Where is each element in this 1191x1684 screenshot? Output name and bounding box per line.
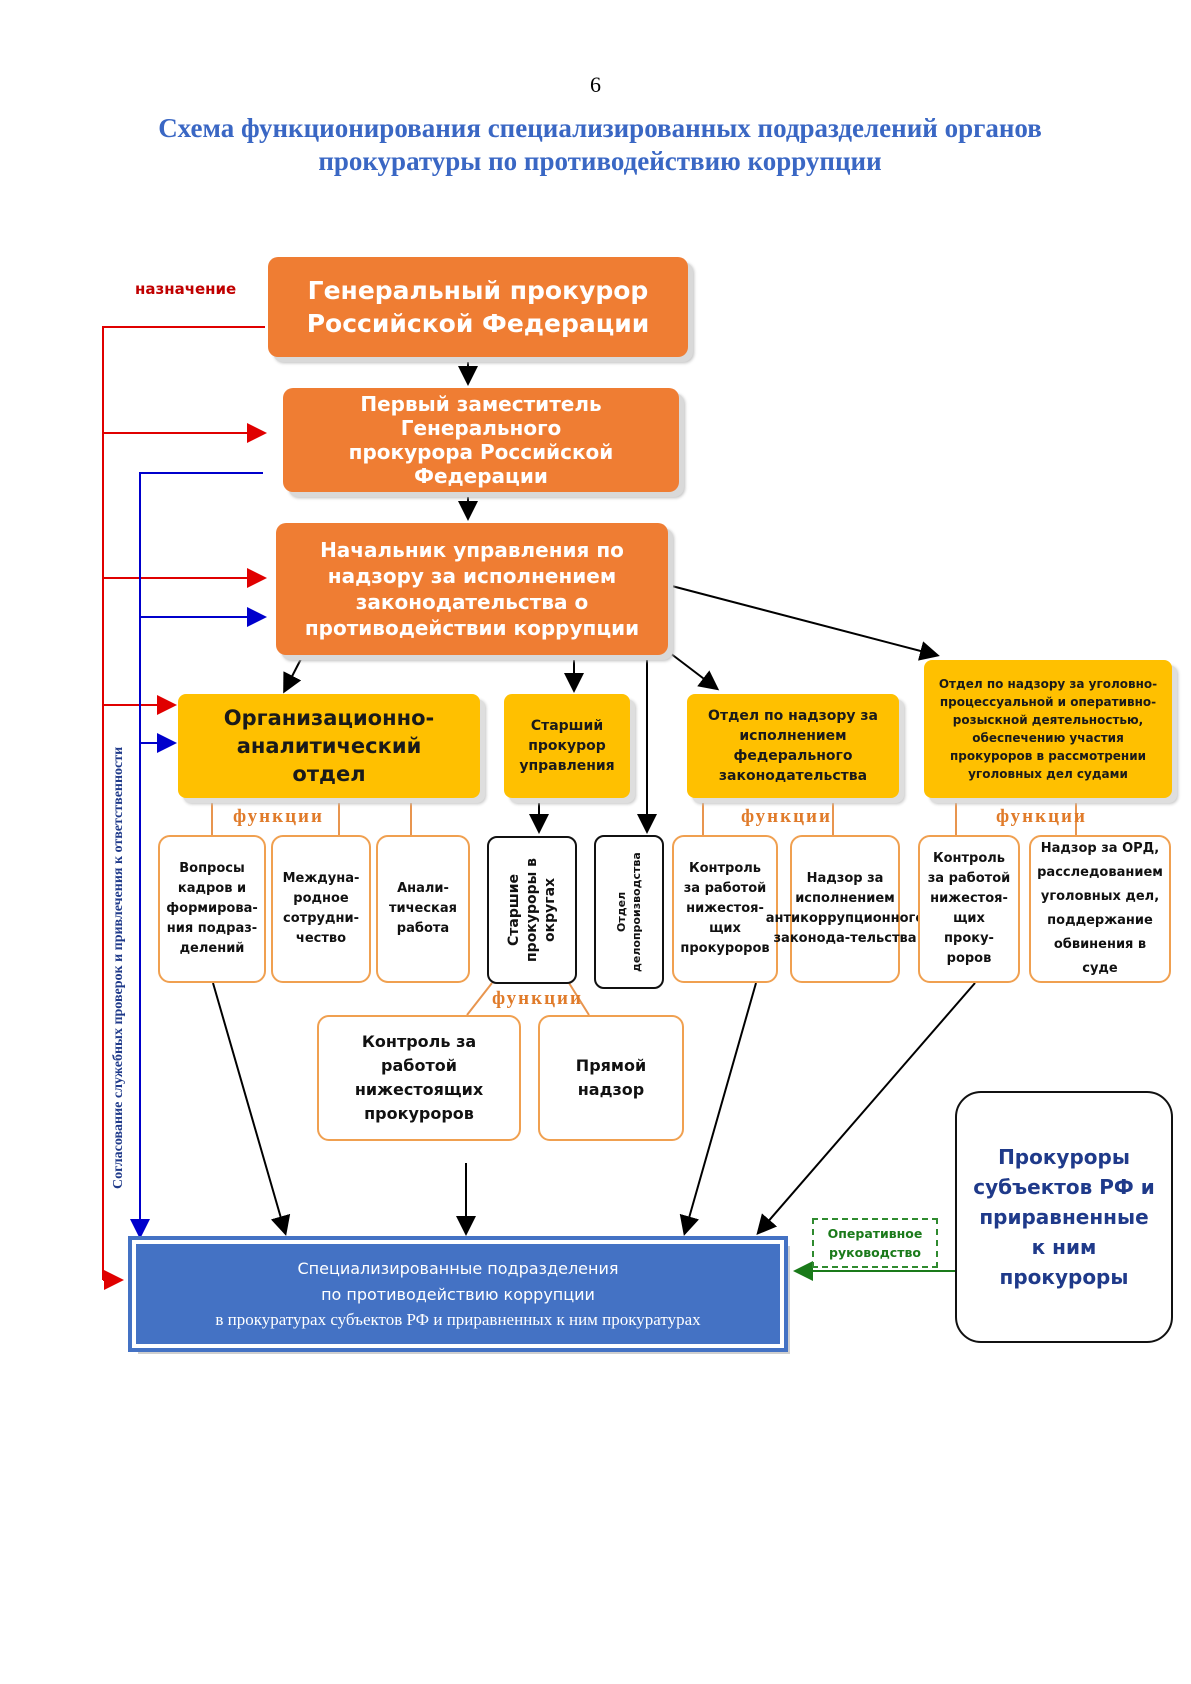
records-dept-box: Отдел делопроизводства bbox=[594, 835, 664, 989]
function-international: Междуна-родное сотрудни-чество bbox=[271, 835, 371, 983]
regional-units-box: Специализированные подразделения по прот… bbox=[128, 1236, 788, 1352]
title-line-2: прокуратуры по противодействию коррупции bbox=[318, 146, 882, 176]
functions-label-federal: функции bbox=[741, 806, 832, 827]
page-number: 6 bbox=[590, 72, 601, 97]
function-analytical: Анали-тическая работа bbox=[376, 835, 470, 983]
function-direct-supervision: Прямой надзор bbox=[538, 1015, 684, 1141]
operative-label: Оперативное руководство bbox=[812, 1218, 938, 1268]
function-connectors bbox=[211, 800, 1077, 1016]
page-title: Схема функционирования специализированны… bbox=[120, 112, 1080, 178]
functions-label-org: функции bbox=[233, 806, 324, 827]
regional-prosecutors-box: Прокуроры субъектов РФ и приравненные к … bbox=[955, 1091, 1173, 1343]
function-personnel: Вопросы кадров и формирова-ния подраз-де… bbox=[158, 835, 266, 983]
federal-dept-box: Отдел по надзору за исполнением федераль… bbox=[687, 694, 899, 798]
coordination-arrows bbox=[130, 472, 267, 1239]
appointment-label: назначение bbox=[135, 280, 237, 298]
regional-units-line-1: Специализированные подразделения bbox=[297, 1259, 619, 1278]
function-control-lower: Контроль за работой нижестоящих прокурор… bbox=[317, 1015, 521, 1141]
senior-prosecutor-box: Старший прокурор управления bbox=[504, 694, 630, 798]
regional-units-line-2: по противодействию коррупции bbox=[321, 1285, 595, 1304]
prosecutor-general-box: Генеральный прокурор Российской Федераци… bbox=[268, 257, 688, 357]
function-anticorruption: Надзор за исполнением антикоррупционного… bbox=[766, 835, 924, 983]
functions-label-criminal: функции bbox=[996, 806, 1087, 827]
functions-label-senior: функции bbox=[492, 988, 583, 1009]
regional-units-line-3: в прокуратурах субъектов РФ и приравненн… bbox=[215, 1310, 701, 1329]
senior-district-prosecutors-box: Старшие прокуроры в округах bbox=[487, 836, 577, 984]
criminal-dept-box: Отдел по надзору за уголовно-процессуаль… bbox=[924, 660, 1172, 798]
first-deputy-box: Первый заместитель Генерального прокурор… bbox=[283, 388, 679, 492]
function-federal-control: Контроль за работой нижестоя-щих прокуро… bbox=[672, 835, 778, 983]
department-head-box: Начальник управления по надзору за испол… bbox=[276, 523, 668, 655]
coordination-label: Согласование служебных проверок и привле… bbox=[111, 746, 126, 1189]
appointment-arrows bbox=[102, 326, 267, 1290]
function-criminal-control: Контроль за работой нижестоя-щих проку-р… bbox=[918, 835, 1020, 983]
hierarchy-arrows bbox=[212, 358, 976, 1236]
function-ord: Надзор за ОРД, расследованием уголовных … bbox=[1029, 835, 1171, 983]
org-analytical-dept-box: Организационно-аналитический отдел bbox=[178, 694, 480, 798]
title-line-1: Схема функционирования специализированны… bbox=[158, 113, 1042, 143]
